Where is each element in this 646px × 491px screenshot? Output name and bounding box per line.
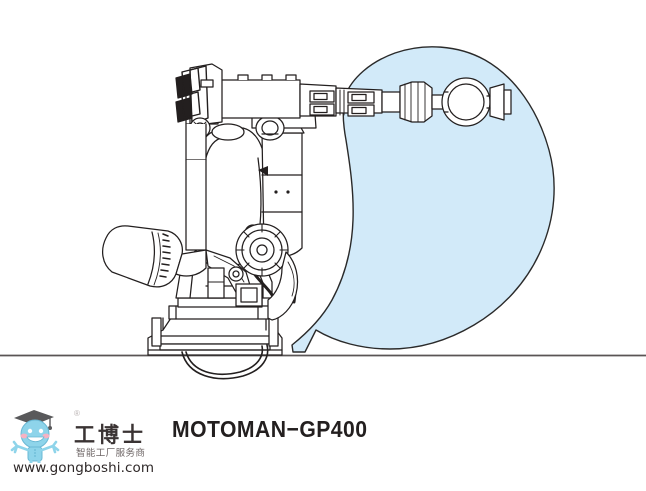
work-envelope-shape	[291, 46, 555, 353]
robot-assembly	[102, 63, 512, 380]
base-gear-ring	[235, 223, 289, 277]
counterweight	[102, 225, 207, 288]
robot-base	[147, 297, 283, 380]
wrist-assembly	[399, 77, 512, 127]
detail-parts	[207, 266, 263, 307]
registered-trademark-mark: ®	[74, 409, 80, 418]
watermark-logo: ® 工博士 智能工厂服务商 www.gongboshi.com	[8, 405, 158, 483]
model-name-label: MOTOMAN−GP400	[172, 416, 368, 442]
work-envelope-group	[291, 46, 555, 353]
brand-name-cn: 工博士	[74, 423, 146, 447]
brand-website-url: www.gongboshi.com	[13, 460, 155, 476]
mascot-icon	[10, 410, 60, 463]
brand-tagline-cn: 智能工厂服务商	[76, 448, 146, 459]
shoulder-cluster	[175, 63, 223, 251]
lower-right-housing	[267, 251, 299, 321]
